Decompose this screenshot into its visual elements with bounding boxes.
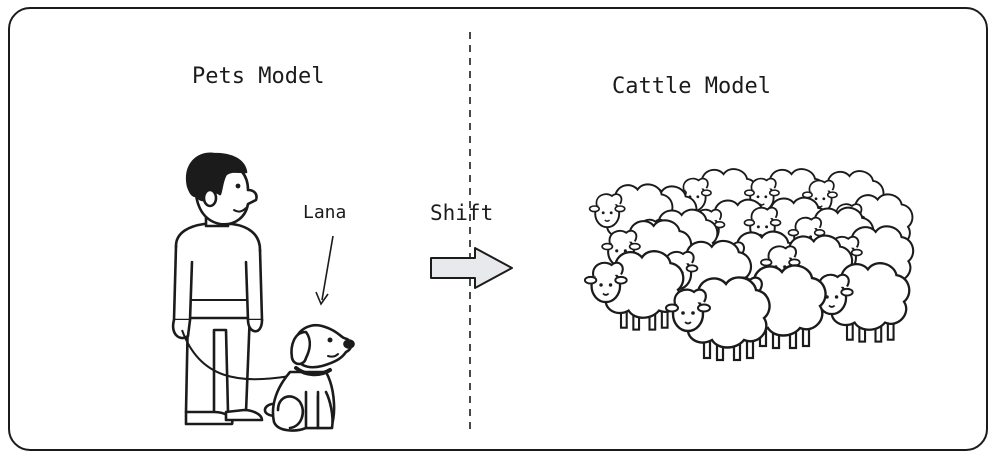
dog-icon	[263, 323, 355, 432]
pets-model-title: Pets Model	[192, 64, 325, 89]
person-icon	[171, 152, 264, 426]
cattle-model-title: Cattle Model	[612, 74, 771, 99]
pointer-arrow-icon	[315, 235, 334, 306]
right-arrow-icon	[430, 247, 513, 289]
sheep-herd-icon	[583, 168, 915, 362]
pet-name-label: Lana	[303, 202, 347, 223]
leash-line	[181, 329, 291, 381]
shift-label: Shift	[430, 201, 494, 225]
